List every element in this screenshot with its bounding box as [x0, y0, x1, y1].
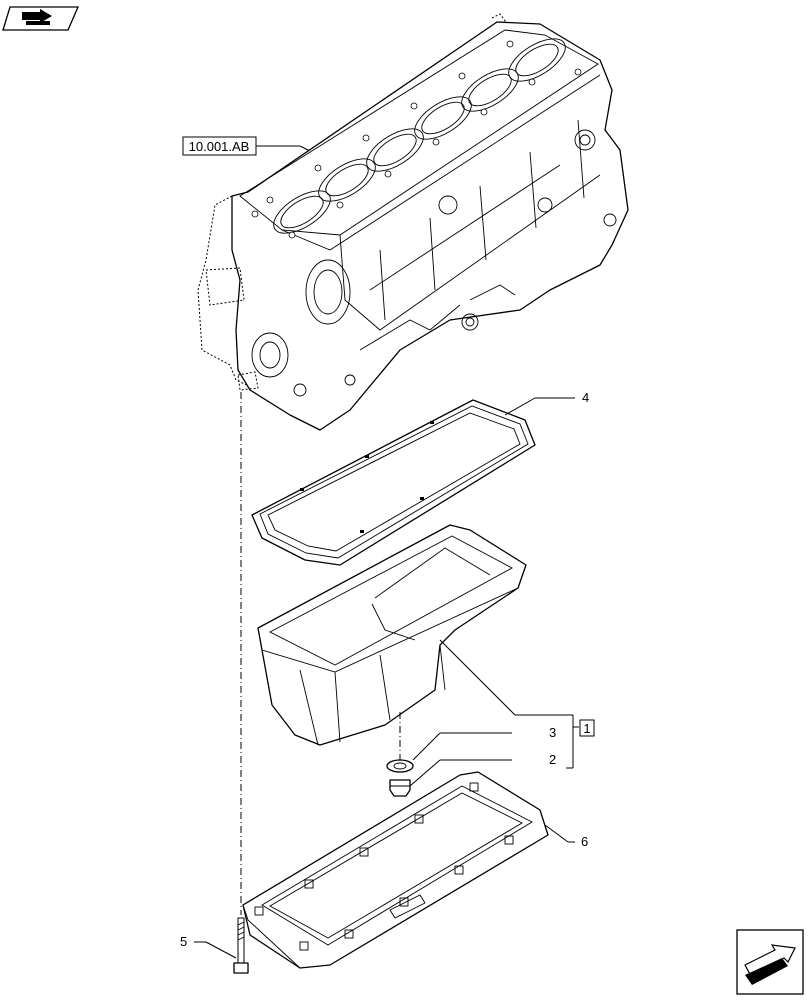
washer-part-3[interactable]	[386, 759, 414, 773]
bolt-part-5[interactable]	[233, 917, 249, 974]
book-arrow-icon[interactable]	[2, 6, 79, 31]
callout-5[interactable]: 5	[180, 934, 187, 949]
callout-3[interactable]: 3	[549, 725, 556, 740]
engine-block	[197, 13, 629, 431]
drain-plug-part-2[interactable]	[389, 779, 411, 797]
callout-1: 1	[583, 721, 590, 736]
callout-4[interactable]: 4	[582, 390, 589, 405]
callout-6[interactable]: 6	[581, 834, 588, 849]
next-page-arrow-icon[interactable]	[736, 929, 804, 995]
gasket-part-4[interactable]	[251, 399, 536, 566]
oil-sump-pan[interactable]	[257, 524, 527, 746]
kit-callout-box[interactable]: 1	[579, 719, 595, 737]
reference-label-box[interactable]: 10.001.AB	[182, 136, 313, 156]
kit-bracket	[566, 714, 579, 769]
reference-label: 10.001.AB	[189, 139, 250, 154]
callout-2[interactable]: 2	[549, 752, 556, 767]
lower-frame-part-6[interactable]	[242, 771, 549, 969]
